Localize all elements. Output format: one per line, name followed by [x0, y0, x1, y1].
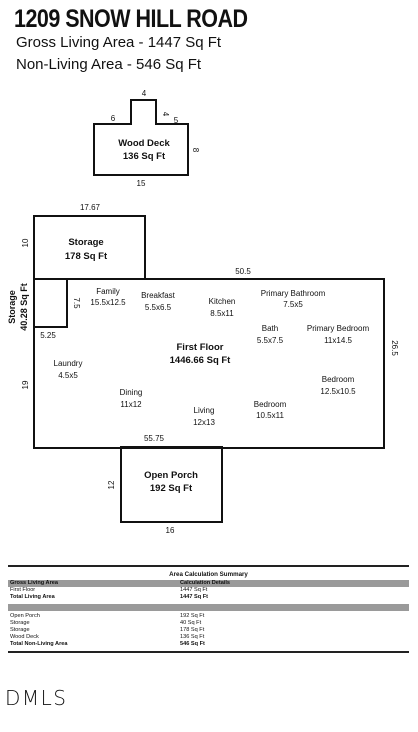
storage-side-area: 40.28 Sq Ft [19, 283, 29, 331]
non-living-area-value: 546 Sq Ft [180, 641, 205, 648]
open-porch-dim-width: 16 [166, 526, 175, 535]
storage-side-dim-height: 7.5 [72, 297, 81, 309]
wood-deck-outline [93, 99, 189, 176]
first-floor-label: First Floor [177, 342, 224, 353]
room-dining-name: Dining [120, 388, 143, 397]
wood-deck-label: Wood Deck [118, 138, 170, 149]
floor-plan: Wood Deck 136 Sq Ft 4 6 4 5 8 15 Storage… [7, 89, 399, 535]
room-breakfast-size: 5.5x6.5 [145, 303, 172, 312]
non-living-area-value: 178 Sq Ft [180, 626, 205, 633]
storage-side-label: Storage [7, 290, 17, 324]
non-living-area-label: Storage [10, 626, 30, 633]
room-kitchen-name: Kitchen [209, 297, 236, 306]
room-bath-name: Bath [262, 324, 278, 333]
summary-header-row: Gross Living Area Calculation Details [8, 580, 409, 588]
open-porch-outline [120, 446, 223, 523]
first-floor-dim-left: 19 [21, 380, 30, 389]
room-dining-size: 11x12 [120, 400, 142, 409]
living-area-value: 1447 Sq Ft [180, 594, 208, 601]
room-family-name: Family [96, 287, 120, 296]
wood-deck-dim-left: 6 [111, 114, 116, 123]
wood-deck-dim-top: 4 [142, 89, 147, 98]
storage-side-outline [33, 278, 68, 328]
non-living-area-value: 192 Sq Ft [180, 612, 205, 619]
living-area-label: First Floor [10, 587, 36, 594]
room-primary-bedroom-name: Primary Bedroom [307, 324, 370, 333]
open-porch-dim-height: 12 [107, 480, 116, 489]
storage-top-label: Storage [68, 237, 103, 248]
wood-deck-dim-right: 5 [174, 116, 179, 125]
room-kitchen-size: 8.5x11 [210, 309, 234, 318]
first-floor-dim-right: 26.5 [390, 340, 399, 356]
room-breakfast-name: Breakfast [141, 291, 176, 300]
first-floor-dim-bottom: 55.75 [144, 434, 165, 443]
open-porch-label: Open Porch [144, 470, 198, 481]
non-living-area-label: Wood Deck [10, 634, 39, 641]
room-primary-bathroom-size: 7.5x5 [283, 300, 303, 309]
non-living-area-label: Storage [10, 619, 30, 626]
non-living-area-row: Wood Deck 136 Sq Ft [8, 634, 409, 641]
non-living-area-value: 136 Sq Ft [180, 634, 205, 641]
first-floor-area: 1446.66 Sq Ft [170, 355, 232, 366]
first-floor-dim-top: 50.5 [235, 267, 251, 276]
living-area-value: 1447 Sq Ft [180, 587, 208, 594]
non-living-area-text: Non-Living Area - 546 Sq Ft [16, 56, 202, 73]
summary-divider-bar [8, 603, 409, 611]
wood-deck-dim-bottom: 15 [137, 179, 146, 188]
gross-living-area-text: Gross Living Area - 1447 Sq Ft [16, 34, 222, 51]
room-laundry-name: Laundry [54, 359, 83, 368]
storage-side-dim-width: 5.25 [40, 331, 56, 340]
room-family-size: 15.5x12.5 [90, 298, 126, 307]
room-living-size: 12x13 [193, 418, 215, 427]
living-area-row: First Floor 1447 Sq Ft [8, 587, 409, 594]
open-porch-area: 192 Sq Ft [150, 483, 193, 494]
non-living-area-row: Storage 178 Sq Ft [8, 627, 409, 634]
storage-top-area: 178 Sq Ft [65, 251, 108, 262]
non-living-area-row: Total Non-Living Area 546 Sq Ft [8, 641, 409, 648]
non-living-area-label: Total Non-Living Area [10, 641, 68, 648]
non-living-area-value: 40 Sq Ft [180, 619, 202, 626]
room-laundry-size: 4.5x5 [58, 371, 78, 380]
living-area-label: Total Living Area [10, 594, 55, 601]
room-bath-size: 5.5x7.5 [257, 336, 284, 345]
room-bedroom-1-name: Bedroom [254, 400, 287, 409]
wood-deck-dim-notch: 4 [161, 112, 170, 117]
summary-header-details: Calculation Details [180, 580, 231, 586]
room-bedroom-2-size: 12.5x10.5 [320, 387, 356, 396]
non-living-area-row: Open Porch 192 Sq Ft [8, 613, 409, 620]
wood-deck-dim-side: 8 [191, 148, 200, 153]
room-primary-bedroom-size: 11x14.5 [324, 336, 352, 345]
storage-top-dim-height: 10 [21, 238, 30, 247]
area-summary-table: Area Calculation Summary Gross Living Ar… [8, 565, 409, 653]
living-area-row: Total Living Area 1447 Sq Ft [8, 594, 409, 601]
summary-header-label: Gross Living Area [10, 580, 58, 586]
non-living-area-row: Storage 40 Sq Ft [8, 620, 409, 627]
non-living-area-label: Open Porch [10, 612, 40, 619]
wood-deck-area: 136 Sq Ft [123, 151, 166, 162]
room-living-name: Living [194, 406, 215, 415]
address-title: 1209 SNOW HILL ROAD [14, 5, 248, 33]
room-bedroom-2-name: Bedroom [322, 375, 355, 384]
dmls-logo: DMLS [5, 686, 68, 710]
storage-top-dim-width: 17.67 [80, 203, 101, 212]
room-primary-bathroom-name: Primary Bathroom [261, 289, 326, 298]
room-bedroom-1-size: 10.5x11 [256, 411, 284, 420]
summary-title: Area Calculation Summary [169, 571, 248, 578]
